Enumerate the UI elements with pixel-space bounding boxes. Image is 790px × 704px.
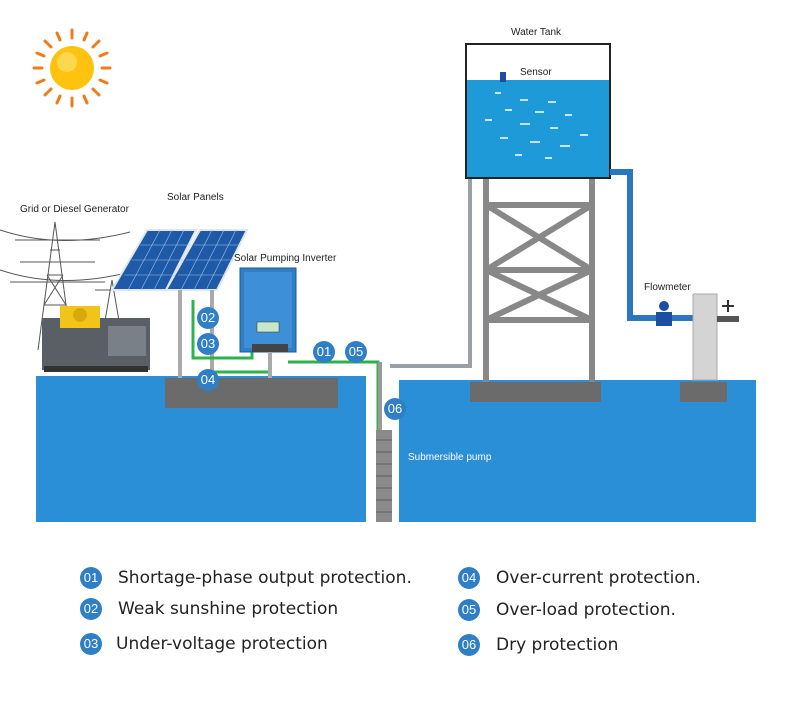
badge-04: 04 — [197, 369, 219, 391]
label-submersible-pump: Submersible pump — [408, 452, 492, 463]
legend-text: Shortage-phase output protection. — [118, 568, 412, 588]
foundation-tower — [470, 382, 601, 402]
label-water-tank: Water Tank — [511, 27, 562, 38]
flowmeter-icon — [656, 301, 672, 326]
ground-right — [399, 380, 756, 522]
diesel-generator-icon — [42, 306, 150, 372]
legend-text: Dry protection — [496, 635, 619, 655]
outlet-post — [692, 293, 739, 381]
water-tower-structure — [483, 178, 595, 382]
legend-badge: 02 — [80, 598, 102, 620]
legend-badge: 04 — [458, 567, 480, 589]
label-inverter: Solar Pumping Inverter — [234, 253, 337, 264]
label-flowmeter: Flowmeter — [644, 282, 691, 293]
badge-06: 06 — [384, 398, 406, 420]
badge-01: 01 — [313, 341, 335, 363]
legend-badge: 05 — [458, 599, 480, 621]
legend-text: Over-current protection. — [496, 568, 701, 588]
badge-03: 03 — [197, 333, 219, 355]
legend-text: Weak sunshine protection — [118, 599, 339, 619]
foundation-left — [165, 378, 338, 408]
submersible-pump-icon — [376, 430, 392, 522]
solar-panel-icon — [110, 229, 249, 378]
sun-icon — [32, 28, 112, 108]
inverter-icon — [239, 267, 297, 378]
label-sensor: Sensor — [520, 67, 552, 78]
badge-02: 02 — [197, 307, 219, 329]
foundation-outlet — [680, 382, 727, 402]
label-solar-panels: Solar Panels — [167, 192, 224, 203]
legend-badge: 03 — [80, 633, 102, 655]
outlet-pipe — [610, 169, 700, 321]
legend-text: Under-voltage protection — [116, 634, 328, 654]
legend-text: Over-load protection. — [496, 600, 676, 620]
badge-05: 05 — [345, 341, 367, 363]
label-grid-generator: Grid or Diesel Generator — [20, 204, 129, 215]
legend-badge: 01 — [80, 567, 102, 589]
legend-badge: 06 — [458, 634, 480, 656]
water-tank-icon — [465, 43, 611, 179]
